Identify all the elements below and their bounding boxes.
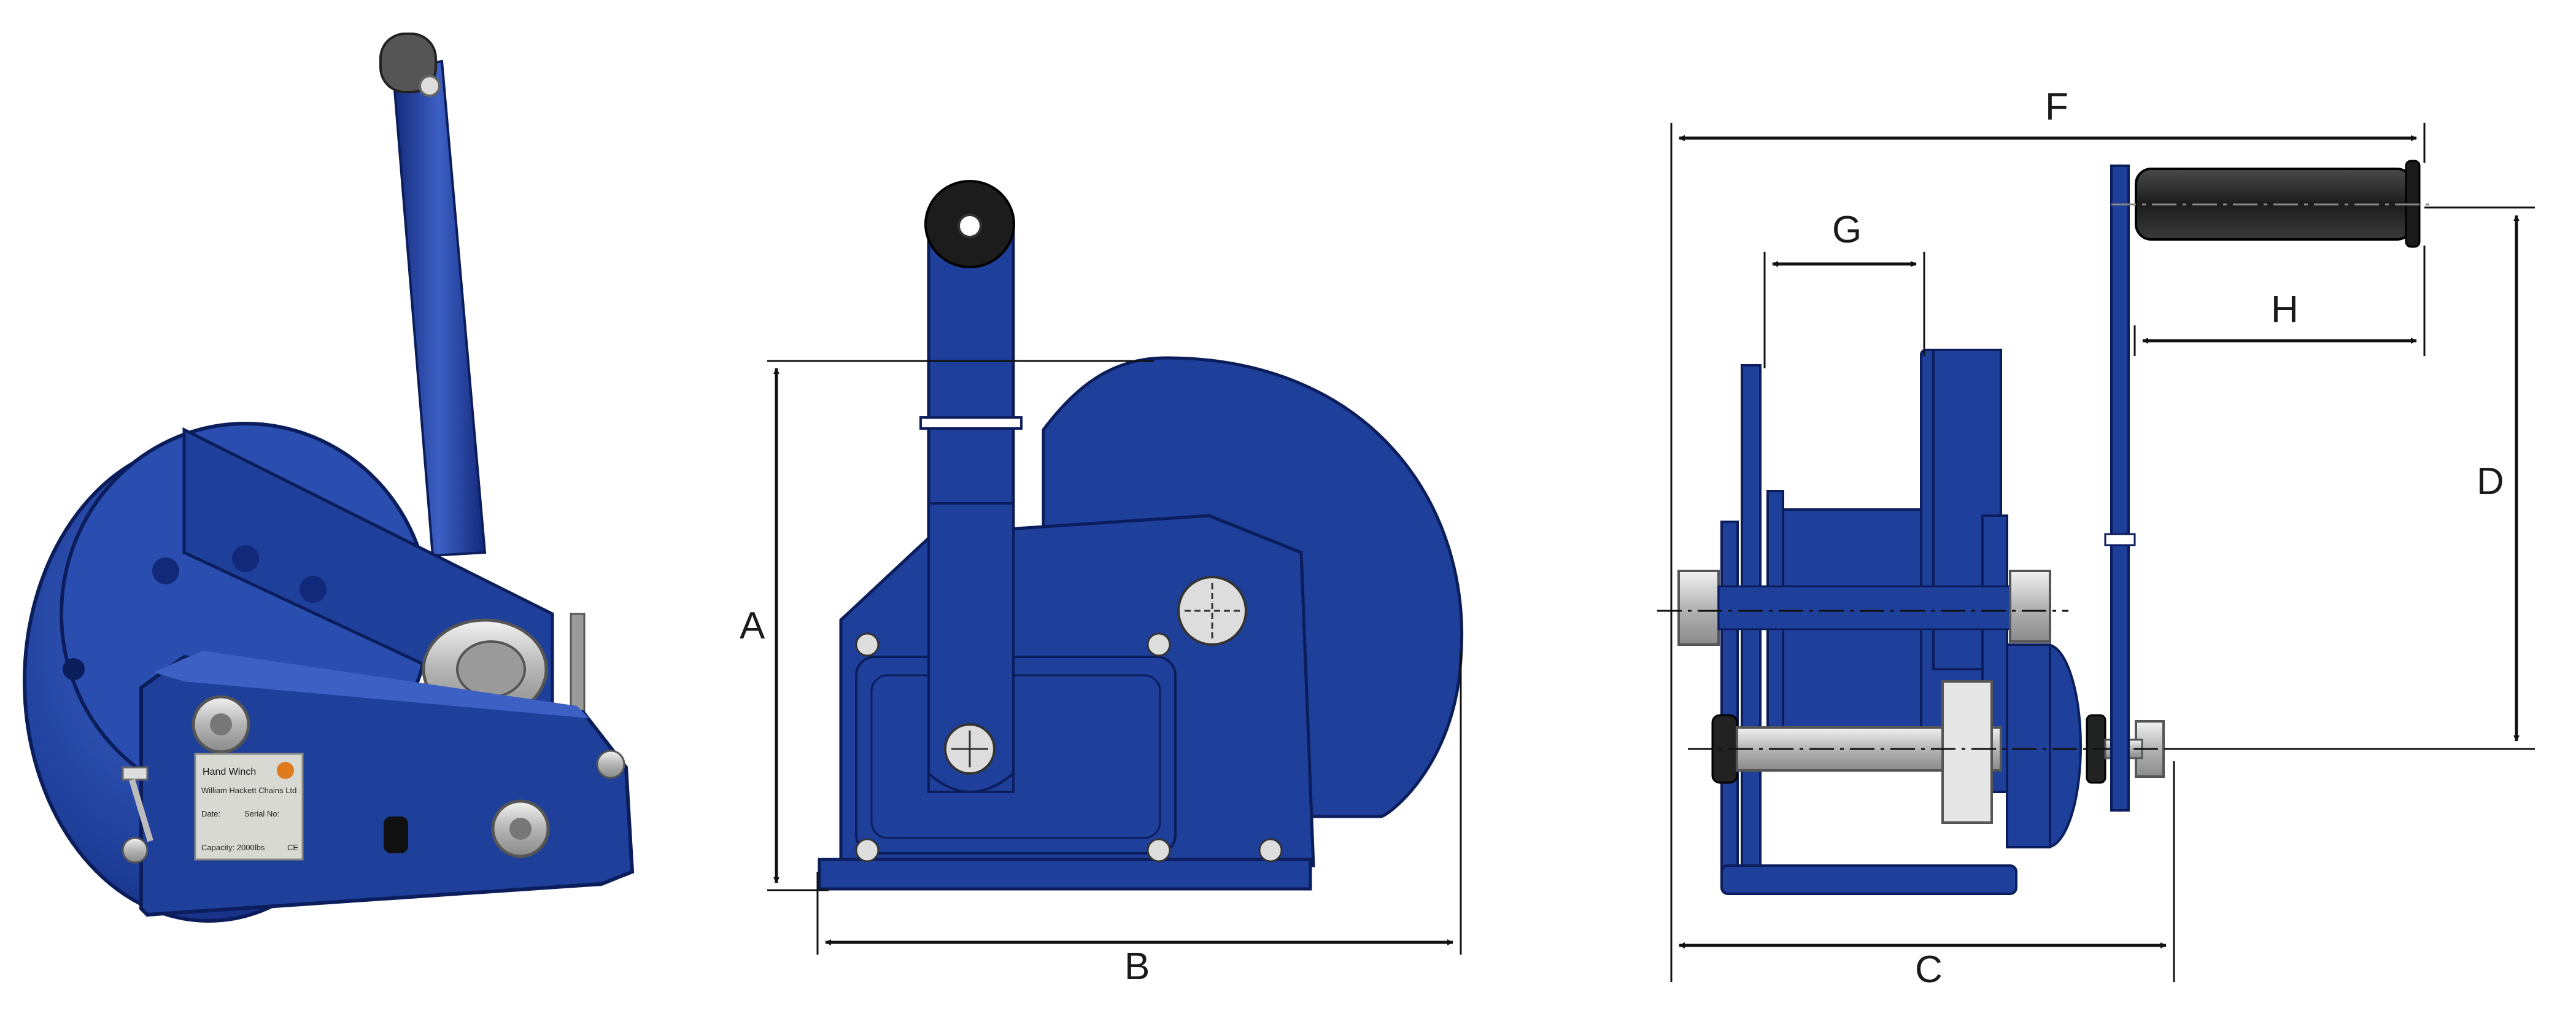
logo-icon: [277, 762, 294, 779]
dimension-f: F: [1670, 86, 2426, 982]
front-lower-shaft: [1688, 680, 2173, 824]
photo-nameplate: Hand Winch William Hackett Chains Ltd Da…: [194, 753, 304, 861]
dimension-label-g: G: [1832, 209, 1862, 251]
front-base: [1720, 864, 2017, 895]
dimension-label-h: H: [2271, 289, 2299, 331]
side-base: [818, 858, 1312, 891]
winch-photo: Hand Winch William Hackett Chains Ltd Da…: [23, 33, 635, 923]
side-view-drawing: A B: [740, 180, 1463, 988]
front-grip-handle: [2111, 160, 2431, 248]
nameplate-date: Date:: [201, 809, 220, 818]
dimension-c: C: [1679, 761, 2175, 991]
photo-crank-handle: [379, 33, 487, 557]
nameplate-serial: Serial No:: [244, 809, 279, 818]
dimension-h: H: [2133, 246, 2426, 356]
dimension-a: A: [740, 360, 1154, 891]
dimension-b: B: [816, 651, 1462, 988]
dimension-label-f: F: [2045, 86, 2068, 128]
photo-side-frame: [139, 651, 635, 917]
photo-pawl: [122, 766, 153, 864]
front-upper-shaft: [1657, 570, 2068, 646]
front-crank-arm: [2110, 165, 2130, 812]
dimension-g: G: [1763, 209, 1925, 368]
nameplate-maker: William Hackett Chains Ltd: [201, 786, 296, 795]
side-bolts: [855, 576, 1283, 863]
dimension-d: D: [2167, 206, 2535, 750]
front-view-drawing: F G H D C: [1657, 86, 2535, 991]
nameplate-title: Hand Winch: [203, 767, 256, 777]
nameplate-capacity: Capacity: 2000lbs: [201, 843, 265, 852]
side-cover-plate: [855, 656, 1177, 855]
dimension-label-c: C: [1915, 948, 1943, 991]
dimension-label-a: A: [740, 605, 765, 647]
dimension-label-b: B: [1124, 945, 1150, 988]
nameplate-ce-mark: CE: [287, 843, 298, 852]
dimension-label-d: D: [2477, 460, 2504, 503]
